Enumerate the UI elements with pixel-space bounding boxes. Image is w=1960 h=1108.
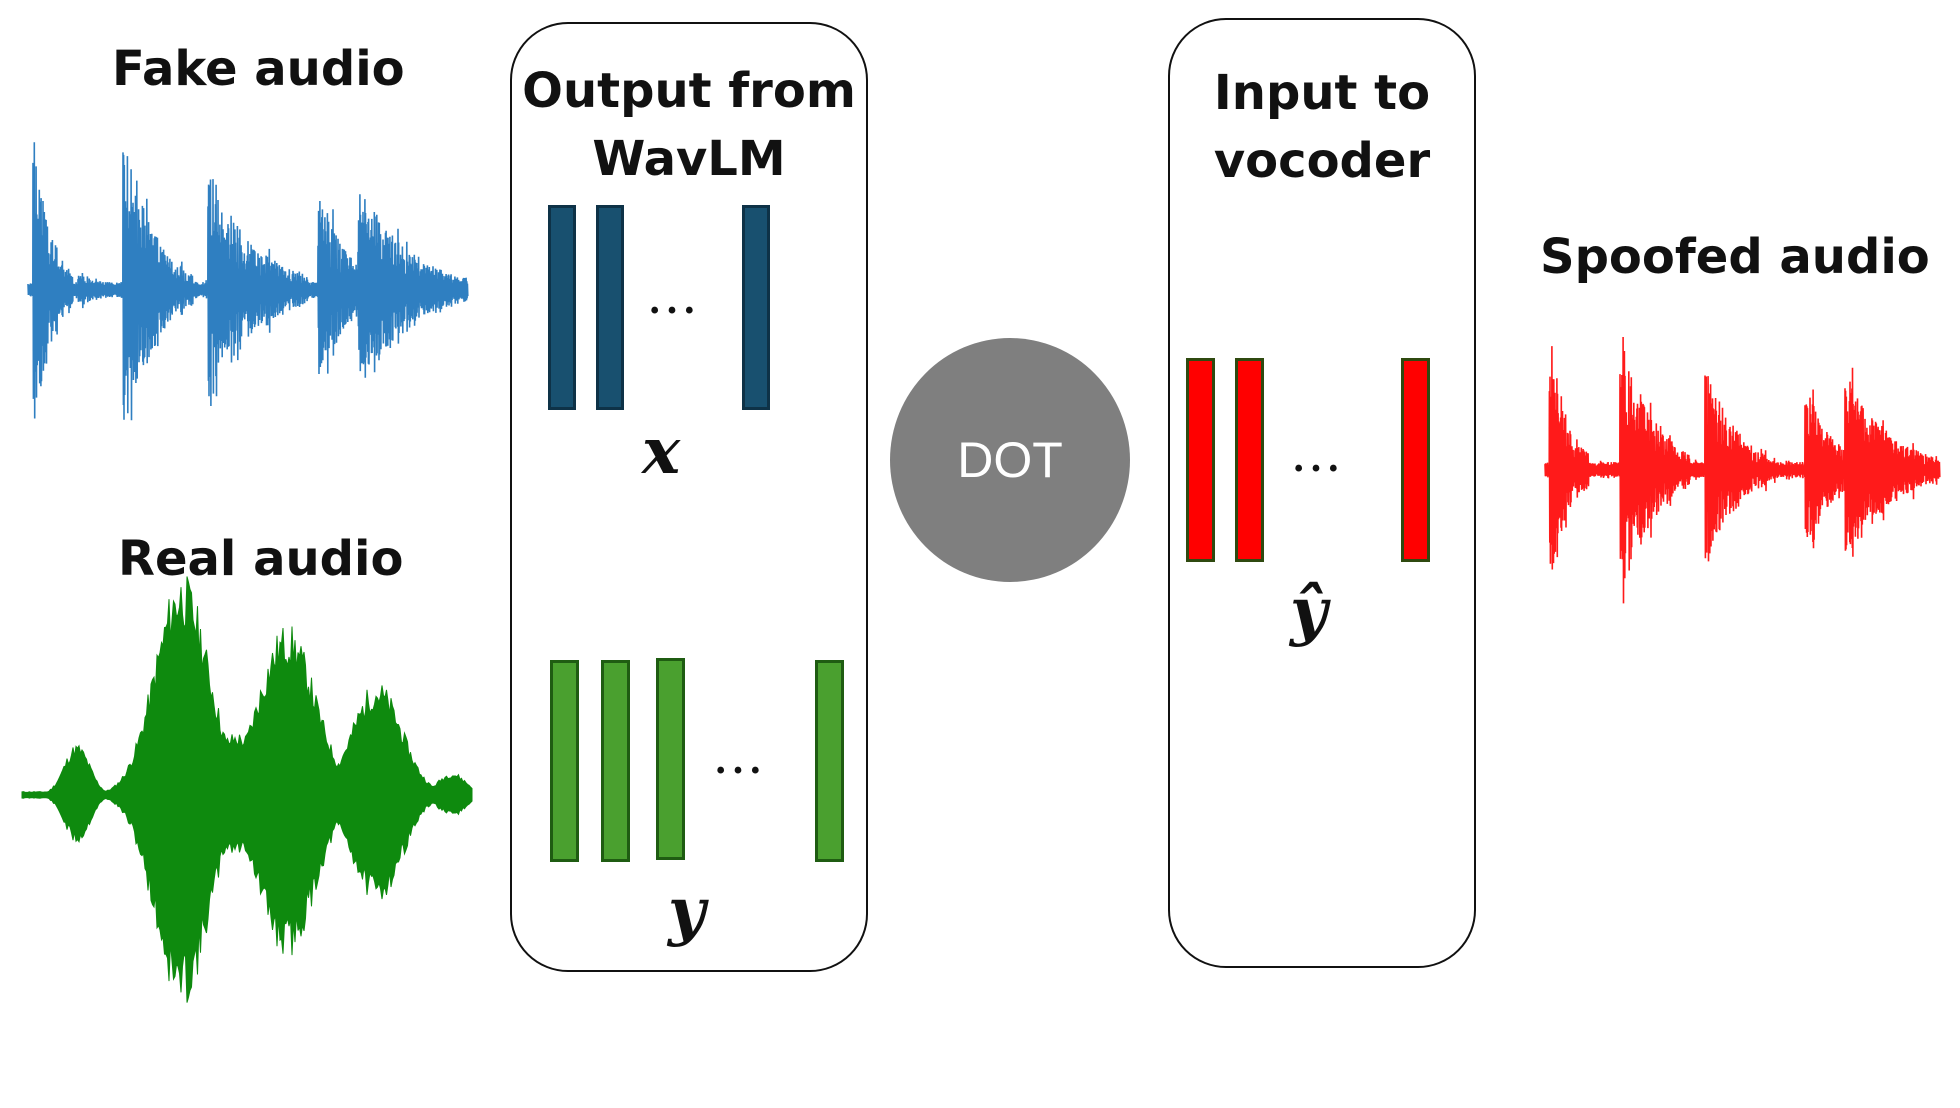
y-hat-vector-bar bbox=[1186, 358, 1215, 562]
y-hat-vector-bar bbox=[1235, 358, 1264, 562]
y-hat-ellipsis: … bbox=[1290, 424, 1348, 484]
spoofed-audio-waveform bbox=[1544, 336, 1941, 604]
wavlm-output-panel: Output from WavLM bbox=[510, 22, 868, 972]
x-vector-bar bbox=[548, 205, 576, 410]
wavlm-panel-title-line2: WavLM bbox=[592, 131, 786, 187]
fake-audio-label: Fake audio bbox=[112, 41, 405, 97]
y-hat-vector-bar bbox=[1401, 358, 1430, 562]
spoofed-audio-label: Spoofed audio bbox=[1540, 229, 1930, 285]
dot-operator-label: DOT bbox=[957, 432, 1063, 488]
fake-audio-waveform bbox=[27, 142, 469, 421]
dot-operator-circle: DOT bbox=[890, 338, 1130, 582]
x-variable: x bbox=[642, 414, 681, 489]
y-vector-bar bbox=[550, 660, 579, 862]
vocoder-input-panel: Input to vocoder bbox=[1168, 18, 1476, 968]
y-vector-bar bbox=[601, 660, 630, 862]
x-ellipsis: … bbox=[646, 266, 704, 326]
y-vector-bar bbox=[815, 660, 844, 862]
vocoder-panel-title-line1: Input to bbox=[1213, 65, 1431, 121]
wavlm-panel-title-line1: Output from bbox=[522, 63, 856, 119]
x-vector-bar bbox=[596, 205, 624, 410]
real-audio-label: Real audio bbox=[118, 531, 404, 587]
y-vector-bar bbox=[656, 658, 685, 860]
y-hat-variable: ŷ bbox=[1290, 574, 1328, 649]
y-variable: y bbox=[668, 874, 706, 949]
real-audio-waveform bbox=[21, 576, 473, 1003]
vocoder-panel-title-line2: vocoder bbox=[1213, 133, 1431, 189]
y-ellipsis: … bbox=[712, 726, 770, 786]
x-vector-bar bbox=[742, 205, 770, 410]
